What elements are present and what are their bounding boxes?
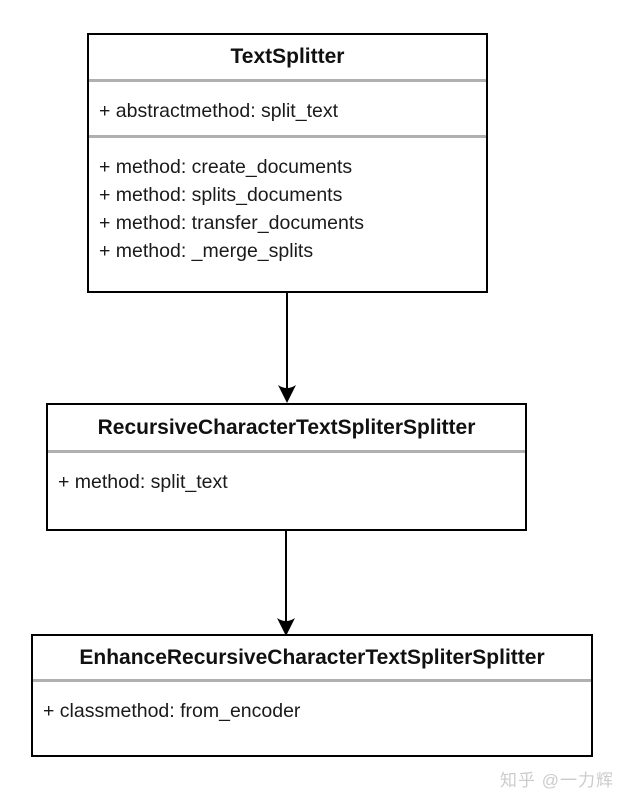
class-name-textsplitter: TextSplitter: [89, 35, 486, 82]
class-section-abstract-methods: + abstractmethod: split_text: [89, 82, 486, 138]
class-member: + method: _merge_splits: [99, 240, 314, 262]
inheritance-arrow-recursive-to-enhance: [277, 531, 295, 636]
zhihu-watermark: 知乎 @一力辉: [500, 771, 614, 790]
class-box-textsplitter: TextSplitter + abstractmethod: split_tex…: [87, 33, 488, 293]
class-section-methods: + method: create_documents + method: spl…: [89, 138, 486, 275]
class-member: + classmethod: from_encoder: [43, 700, 301, 722]
class-member: + method: transfer_documents: [99, 212, 365, 234]
class-member: + method: create_documents: [99, 156, 353, 178]
class-section-methods: + method: split_text: [48, 453, 525, 506]
class-box-recursivecharactertextsplitersplitter: RecursiveCharacterTextSpliterSplitter + …: [46, 403, 527, 531]
class-member: + method: split_text: [58, 471, 228, 493]
arrowhead-down-icon: [278, 385, 296, 403]
class-member: + abstractmethod: split_text: [99, 100, 338, 122]
class-name-enhancerecursivecharactertextsplitersplitter: EnhanceRecursiveCharacterTextSpliterSpli…: [33, 636, 591, 682]
class-member: + method: splits_documents: [99, 184, 343, 206]
inheritance-arrow-textsplitter-to-recursive: [278, 293, 296, 403]
class-box-enhancerecursivecharactertextsplitersplitter: EnhanceRecursiveCharacterTextSpliterSpli…: [31, 634, 593, 757]
class-name-recursivecharactertextsplitersplitter: RecursiveCharacterTextSpliterSplitter: [48, 405, 525, 453]
class-section-methods: + classmethod: from_encoder: [33, 682, 591, 735]
